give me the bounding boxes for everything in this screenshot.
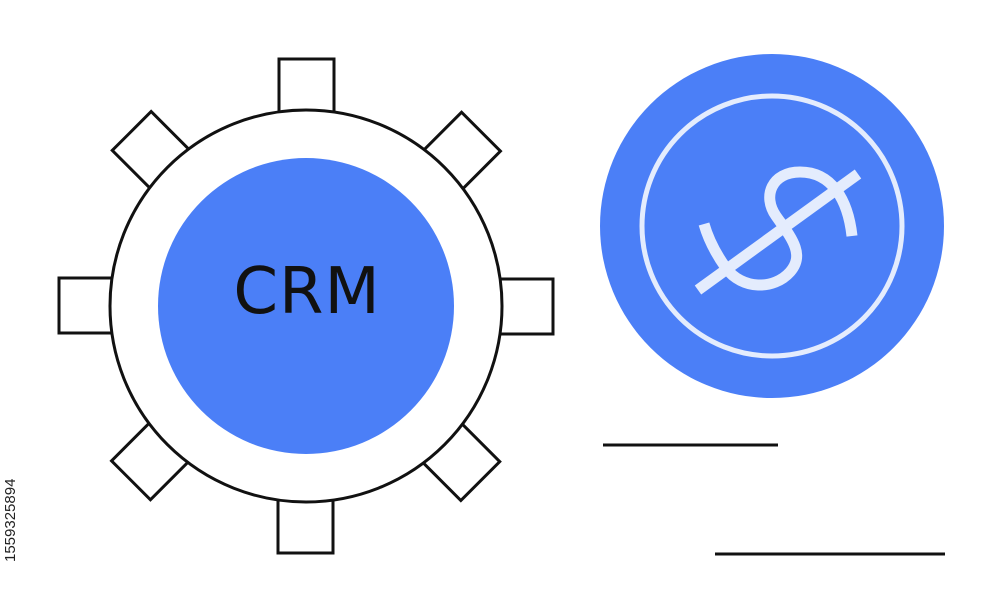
dollar-coin — [600, 54, 944, 398]
dollar-sign-icon — [694, 166, 862, 295]
crm-label: CRM — [233, 255, 381, 329]
gear-icon — [57, 57, 555, 555]
gear-hub — [158, 158, 454, 454]
stock-id: 1559325894 — [2, 478, 19, 562]
